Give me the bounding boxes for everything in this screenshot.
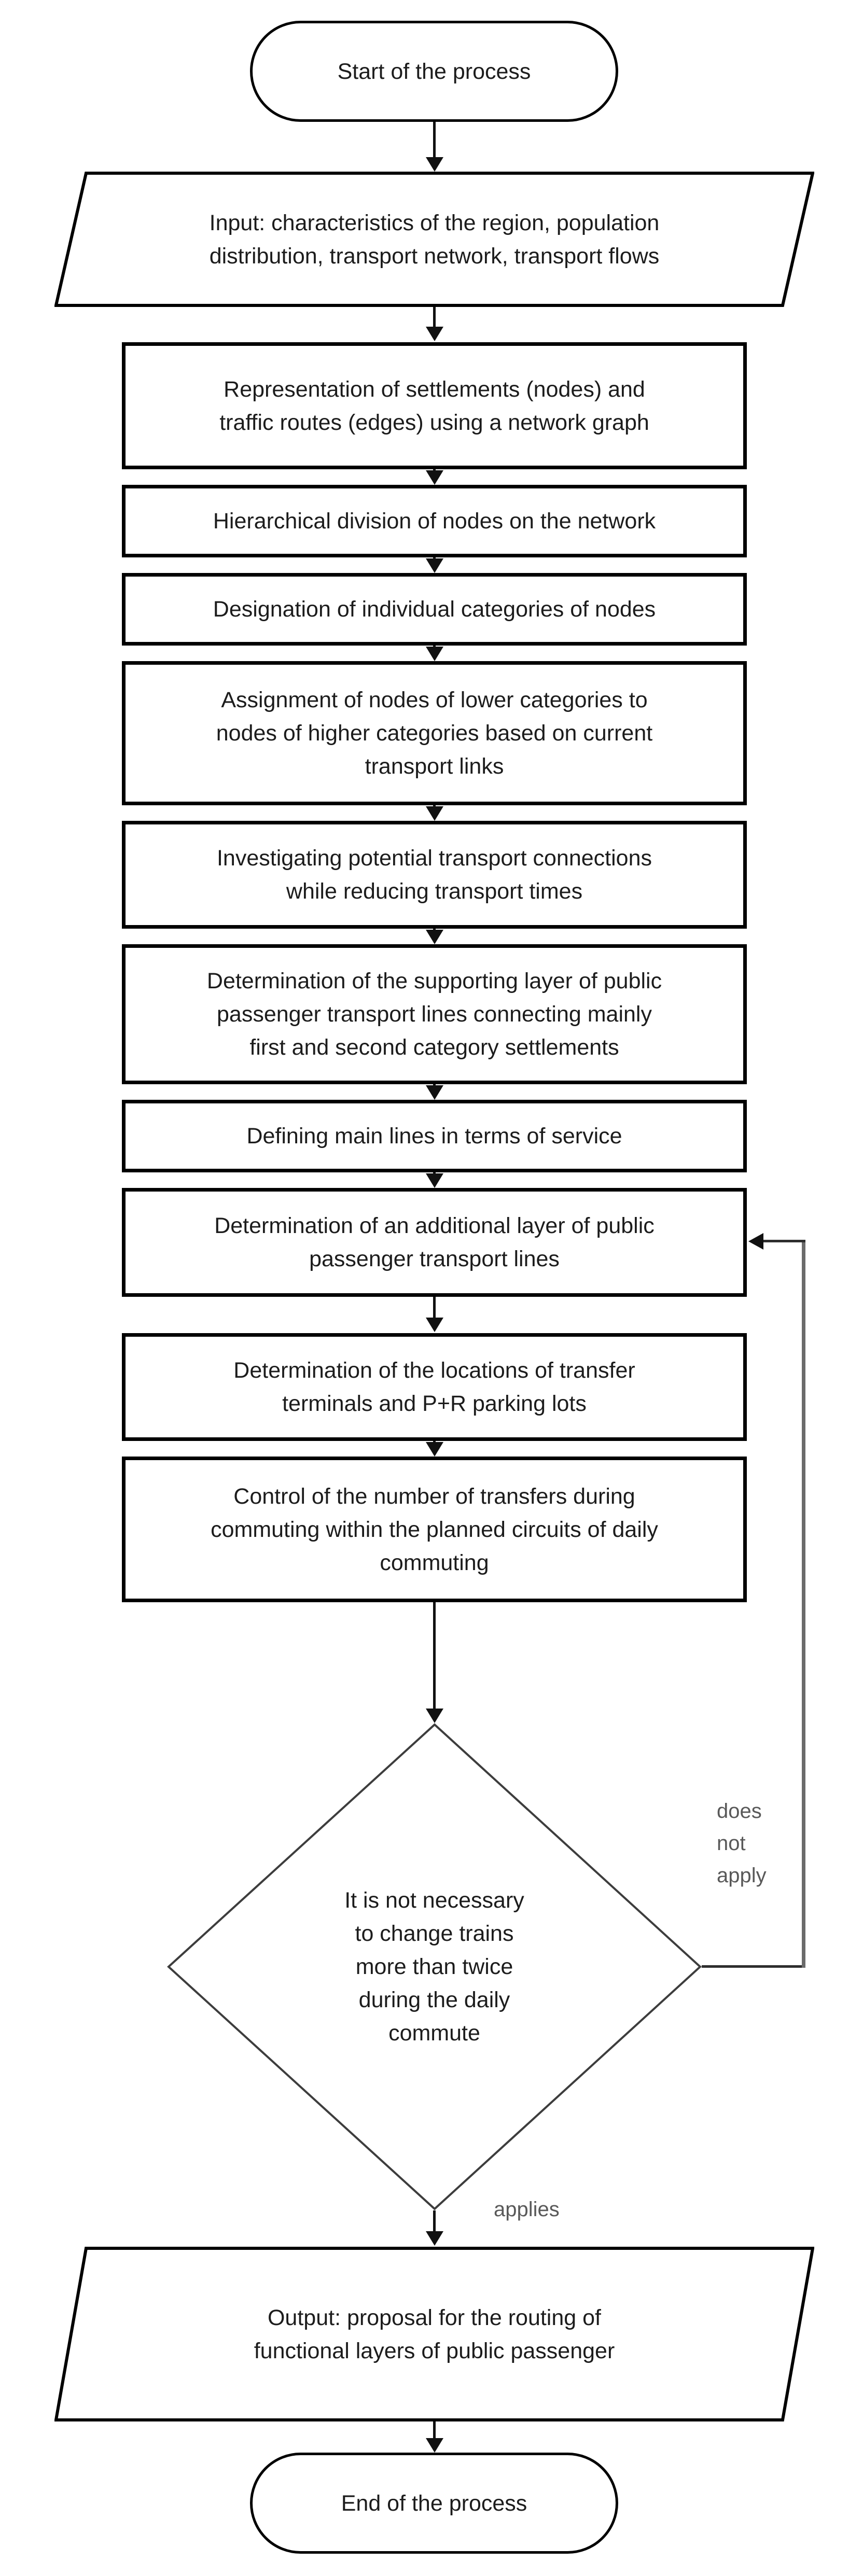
arrowhead-down-icon [426, 1173, 443, 1188]
edge-label-does-not-apply: does not apply [717, 1800, 767, 1887]
flow-connector [433, 1602, 436, 1710]
arrowhead-down-icon [426, 1318, 443, 1332]
terminator-end: End of the process [250, 2453, 618, 2554]
process-step-3-label: Designation of individual categories of … [213, 597, 656, 622]
arrowhead-down-icon [426, 470, 443, 485]
arrowhead-down-icon [426, 806, 443, 821]
process-step-7-label: Defining main lines in terms of service [246, 1124, 622, 1149]
process-step-5-label: Investigating potential transport connec… [216, 846, 652, 904]
arrowhead-down-icon [426, 647, 443, 661]
process-step-4: Assignment of nodes of lower categories … [122, 661, 747, 805]
process-step-7: Defining main lines in terms of service [122, 1100, 747, 1172]
terminator-start-label: Start of the process [337, 59, 531, 84]
process-step-9: Determination of the locations of transf… [122, 1333, 747, 1441]
edge-label-applies: applies [494, 2198, 560, 2221]
process-step-9-label: Determination of the locations of transf… [233, 1358, 635, 1416]
feedback-connector-vertical [802, 1240, 805, 1968]
process-step-1-label: Representation of settlements (nodes) an… [219, 376, 649, 435]
flow-connector [433, 2421, 436, 2439]
process-step-8: Determination of an additional layer of … [122, 1188, 747, 1297]
process-step-2-label: Hierarchical division of nodes on the ne… [213, 509, 656, 534]
process-step-2: Hierarchical division of nodes on the ne… [122, 485, 747, 557]
process-step-10-label: Control of the number of transfers durin… [211, 1483, 658, 1575]
process-step-8-label: Determination of an additional layer of … [214, 1213, 655, 1271]
data-input-parallelogram: Input: characteristics of the region, po… [54, 172, 814, 307]
feedback-connector-bottom [702, 1965, 805, 1968]
arrowhead-down-icon [426, 1085, 443, 1100]
terminator-end-label: End of the process [341, 2490, 527, 2516]
parallelogram-shape [54, 2247, 814, 2421]
arrowhead-down-icon [426, 930, 443, 944]
flow-connector [433, 307, 436, 328]
flow-connector [433, 1297, 436, 1319]
flow-connector [433, 122, 436, 158]
parallelogram-shape [54, 172, 814, 307]
arrowhead-down-icon [426, 558, 443, 573]
terminator-start: Start of the process [250, 21, 618, 122]
data-output-parallelogram: Output: proposal for the routing of func… [54, 2247, 814, 2421]
arrowhead-down-icon [426, 2438, 443, 2453]
process-step-6-label: Determination of the supporting layer of… [206, 969, 662, 1060]
arrowhead-down-icon [426, 327, 443, 341]
process-step-6: Determination of the supporting layer of… [122, 944, 747, 1084]
diamond-shape [167, 1723, 702, 2210]
flow-connector [433, 2210, 436, 2232]
arrowhead-left-icon [748, 1233, 763, 1250]
process-step-10: Control of the number of transfers durin… [122, 1457, 747, 1602]
data-output-label: Output: proposal for the routing of func… [254, 2305, 615, 2363]
arrowhead-down-icon [426, 157, 443, 172]
data-input-label: Input: characteristics of the region, po… [209, 210, 660, 269]
arrowhead-down-icon [426, 1709, 443, 1723]
process-step-3: Designation of individual categories of … [122, 573, 747, 646]
process-step-1: Representation of settlements (nodes) an… [122, 342, 747, 469]
arrowhead-down-icon [426, 1442, 443, 1457]
arrowhead-down-icon [426, 2231, 443, 2246]
process-step-4-label: Assignment of nodes of lower categories … [216, 688, 653, 779]
decision-diamond-label: It is not necessary to change trains mor… [344, 1888, 524, 2046]
decision-diamond: It is not necessary to change trains mor… [167, 1723, 702, 2210]
process-step-5: Investigating potential transport connec… [122, 821, 747, 929]
feedback-connector-top [762, 1240, 805, 1242]
